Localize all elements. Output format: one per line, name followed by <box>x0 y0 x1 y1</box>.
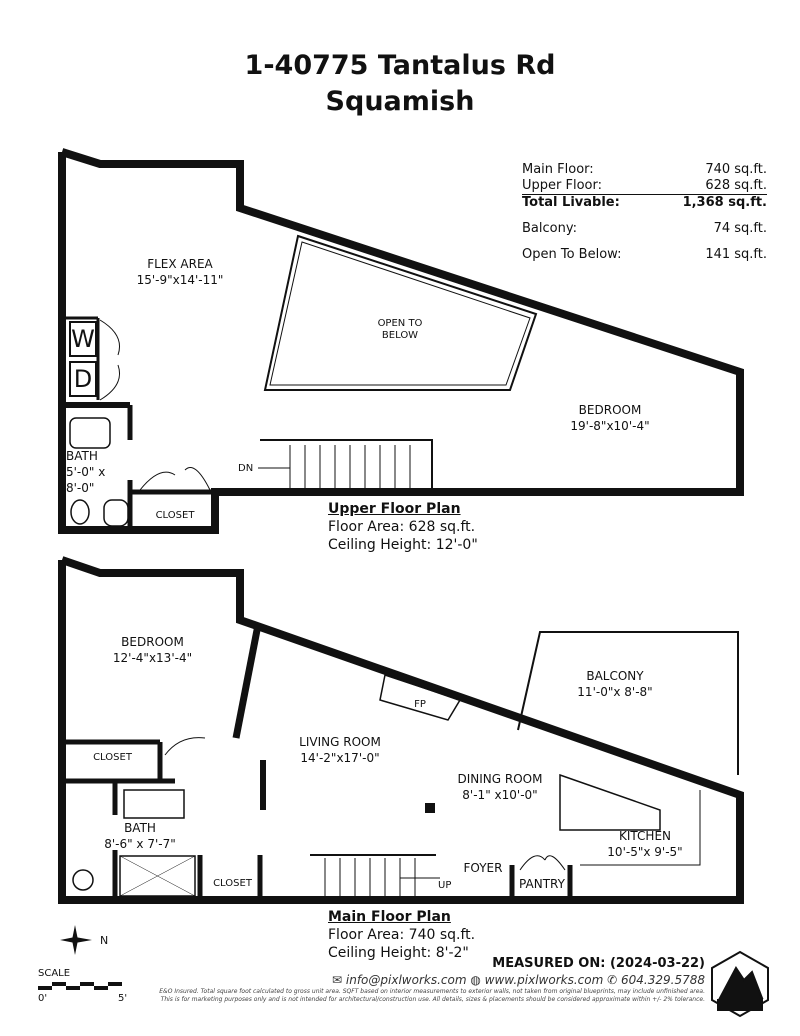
scale-end: 5' <box>118 993 128 1004</box>
area-row-upper: Upper Floor:628 sq.ft. <box>522 178 767 195</box>
compass-icon <box>60 925 92 955</box>
stairs-down-label: DN <box>238 463 254 474</box>
footer-block: MEASURED ON: (2024-03-22) ✉ info@pixlwor… <box>10 956 705 1004</box>
globe-icon: ◍ <box>470 973 481 987</box>
contact-line: ✉ info@pixlworks.com ◍ www.pixlworks.com… <box>332 972 705 988</box>
scale-start: 0' <box>38 993 48 1004</box>
phone-number: 604.329.5788 <box>621 973 705 987</box>
compass-north-label: N <box>100 934 109 947</box>
fireplace-label: FP <box>414 699 426 710</box>
area-row-balcony: Balcony:74 sq.ft. <box>522 221 767 236</box>
room-upper-closet: CLOSET <box>155 510 195 521</box>
pixlworks-logo <box>711 950 769 1018</box>
disclaimer-1: E&O Insured. Total square foot calculate… <box>159 988 705 995</box>
city-title: Squamish <box>325 86 475 117</box>
room-main-closet-1: CLOSET <box>93 752 132 763</box>
upper-floor-walls <box>58 148 744 534</box>
area-summary: Main Floor:740 sq.ft. Upper Floor:628 sq… <box>522 162 767 263</box>
washer-icon: W <box>71 325 95 353</box>
area-row-total: Total Livable:1,368 sq.ft. <box>522 195 767 210</box>
phone-icon: ✆ <box>607 973 618 987</box>
room-foyer: FOYER <box>463 861 503 875</box>
stairs-up-label: UP <box>438 880 452 891</box>
web-link[interactable]: www.pixlworks.com <box>484 973 604 987</box>
area-row-main: Main Floor:740 sq.ft. <box>522 162 767 177</box>
dryer-icon: D <box>73 365 93 393</box>
disclaimer-2: This is for marketing purposes only and … <box>160 996 705 1003</box>
room-pantry: PANTRY <box>519 877 565 891</box>
main-floor-walls <box>58 556 744 904</box>
address-title: 1-40775 Tantalus Rd <box>244 50 556 81</box>
room-main-closet-2: CLOSET <box>213 878 252 889</box>
measured-on: MEASURED ON: (2024-03-22) <box>492 956 705 971</box>
email-link[interactable]: info@pixlworks.com <box>345 973 467 987</box>
scale-label: SCALE <box>38 968 71 979</box>
email-icon: ✉ <box>332 973 343 987</box>
scale-bar <box>38 982 122 990</box>
area-row-open: Open To Below:141 sq.ft. <box>522 247 767 262</box>
